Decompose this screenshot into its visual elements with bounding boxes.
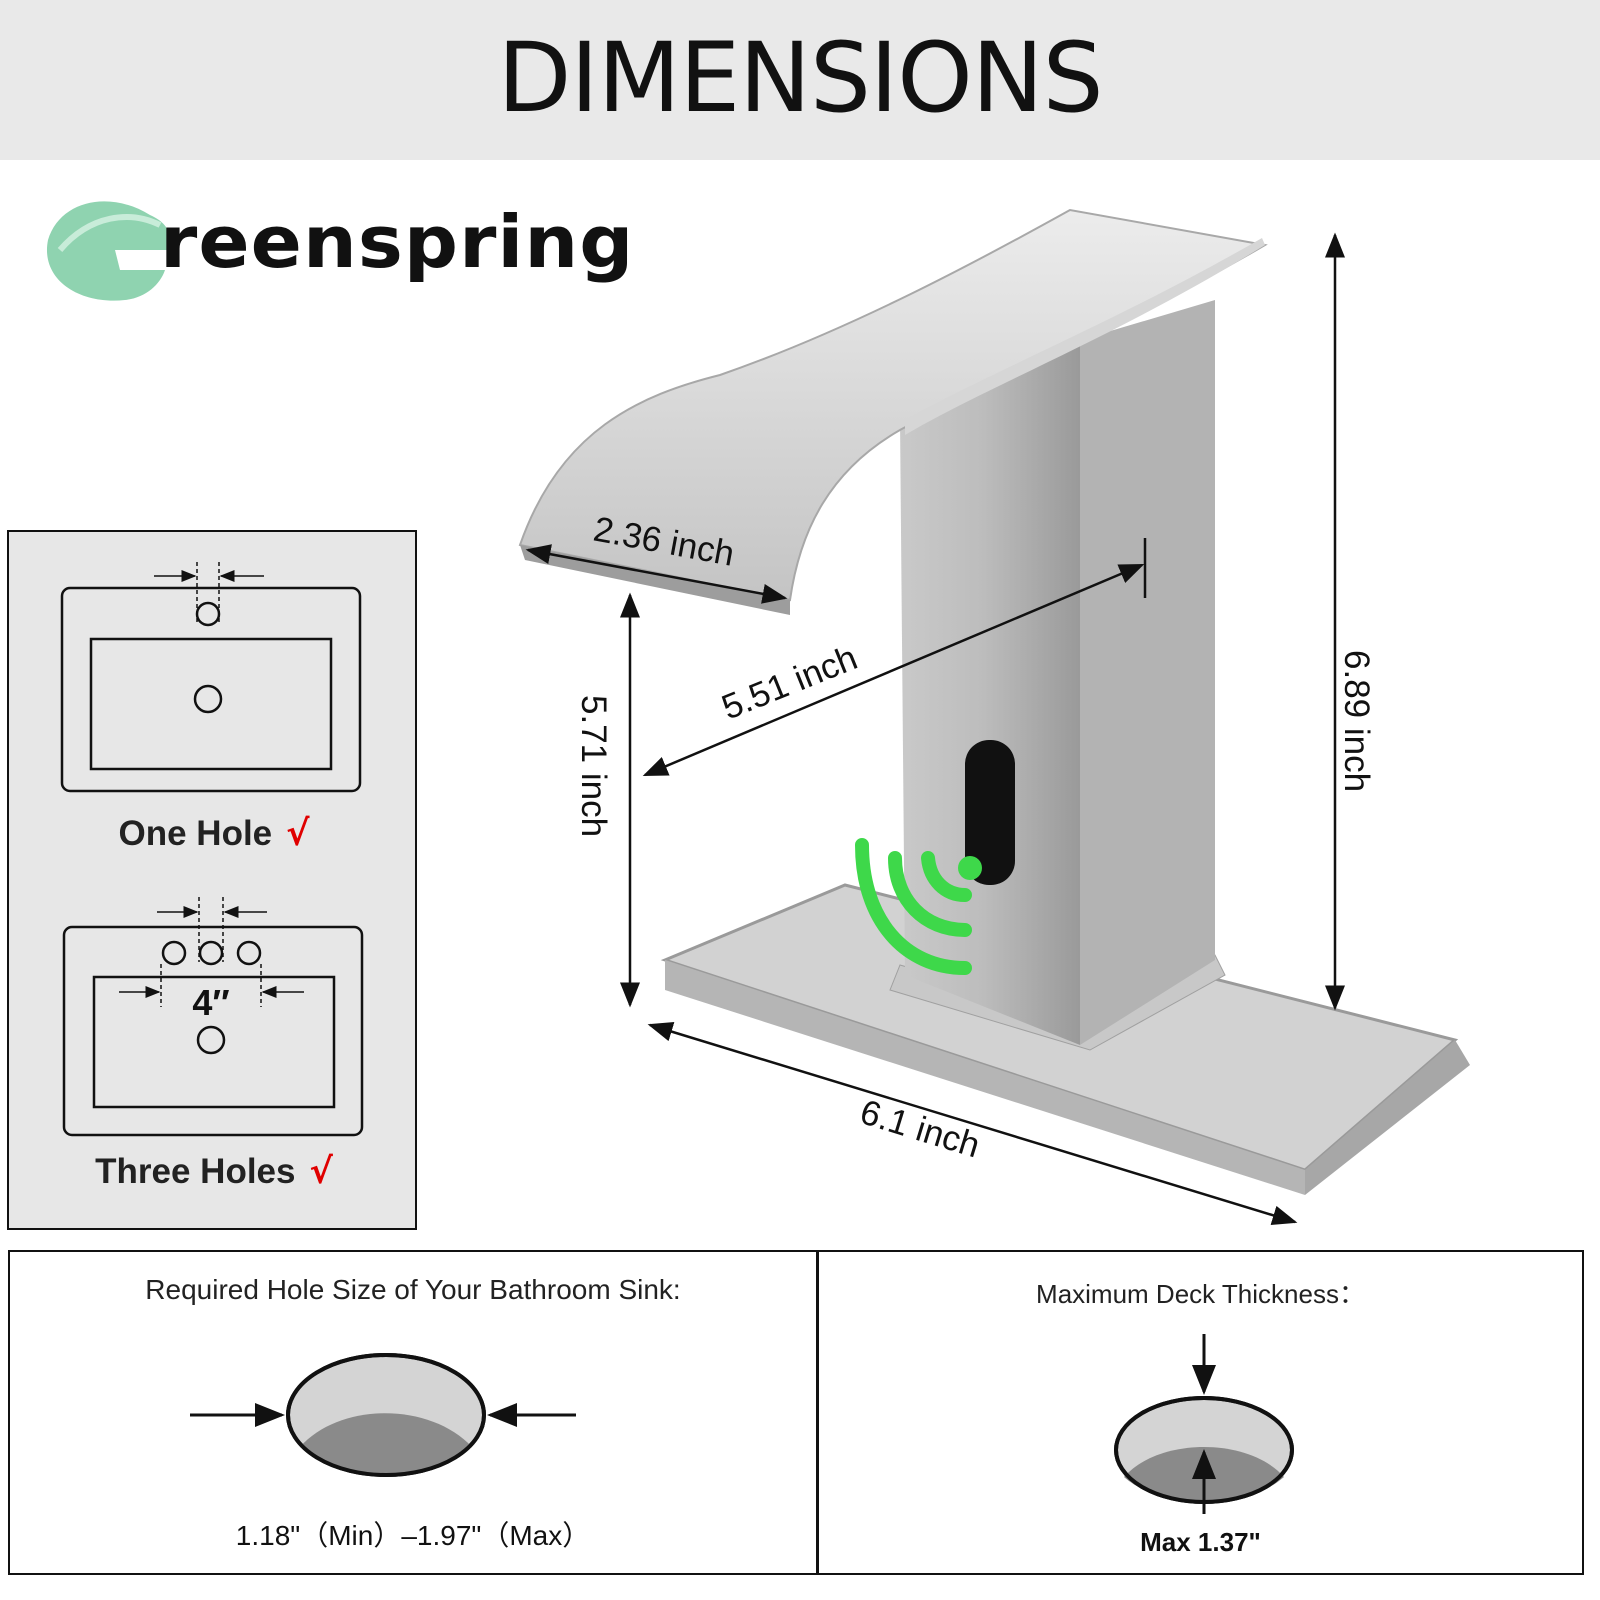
spout-reach-line — [642, 563, 1145, 777]
check-mark-icon: √ — [286, 814, 310, 854]
spout-height-label: 5.71 inch — [574, 695, 613, 837]
hole-size-panel: Required Hole Size of Your Bathroom Sink… — [8, 1250, 818, 1575]
three-holes-label: Three Holes — [95, 1152, 296, 1191]
one-hole-option: One Hole √ — [9, 814, 419, 854]
deck-thickness-value: Max 1.37" — [1140, 1527, 1261, 1557]
brand-name: reenspring — [160, 200, 635, 284]
hole-spacing-label: 4″ — [192, 982, 229, 1023]
sensor-window — [965, 740, 1015, 885]
three-holes-option: Three Holes √ — [9, 1152, 419, 1192]
one-hole-label: One Hole — [118, 814, 273, 853]
deck-thickness-panel: Maximum Deck Thickness： Max 1.37" — [817, 1250, 1584, 1575]
one-hole-sink-diagram — [60, 562, 362, 793]
sensor-wave-icon — [855, 838, 982, 975]
page-title: DIMENSIONS — [497, 22, 1103, 134]
deck-length-label: 6.1 inch — [856, 1092, 985, 1165]
hole-size-heading: Required Hole Size of Your Bathroom Sink… — [145, 1274, 681, 1305]
hole-size-diagram — [190, 1353, 576, 1477]
three-holes-sink-diagram — [62, 897, 364, 1137]
check-mark-icon: √ — [309, 1152, 333, 1192]
deck-length-line — [647, 1022, 1298, 1225]
sink-diagrams: 4″ — [60, 562, 364, 1137]
deck-thickness-diagram — [1114, 1334, 1294, 1514]
header-bar — [0, 0, 1600, 160]
deck-thickness-heading: Maximum Deck Thickness： — [1036, 1279, 1365, 1309]
install-options-panel: 4″ One Hole √ Three Holes √ — [7, 530, 417, 1230]
hole-size-value: 1.18"（Min）–1.97"（Max） — [235, 1520, 591, 1551]
total-height-label: 6.89 inch — [1337, 650, 1376, 792]
leaf-g-logo-icon — [46, 201, 171, 301]
